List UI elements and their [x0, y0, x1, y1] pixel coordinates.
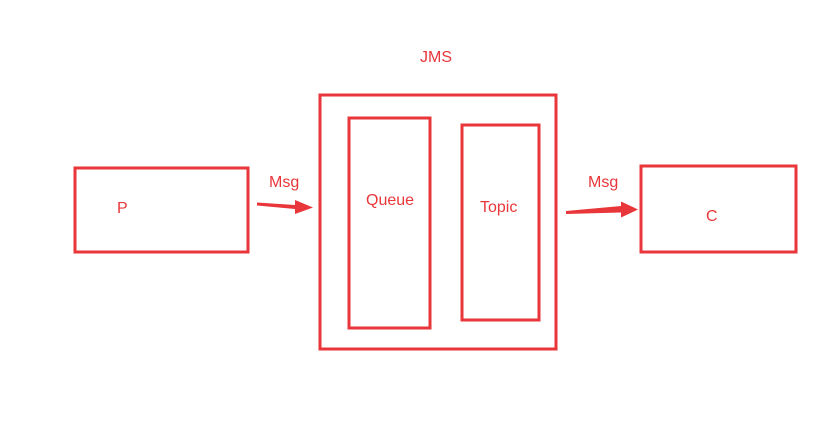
consumer-label: C	[706, 208, 718, 225]
topic-label: Topic	[480, 199, 518, 216]
jms-broker-box	[318, 93, 558, 351]
msg-in-arrow	[257, 200, 313, 214]
topic-box	[460, 123, 541, 322]
producer-label: P	[117, 200, 128, 217]
queue-label: Queue	[366, 192, 415, 209]
producer-box	[73, 166, 250, 254]
msg-in-label: Msg	[269, 174, 300, 191]
jms-label: JMS	[420, 49, 452, 66]
msg-out-label: Msg	[588, 174, 619, 191]
msg-out-arrow	[566, 201, 638, 218]
consumer-box	[639, 164, 798, 254]
queue-box	[347, 116, 432, 330]
